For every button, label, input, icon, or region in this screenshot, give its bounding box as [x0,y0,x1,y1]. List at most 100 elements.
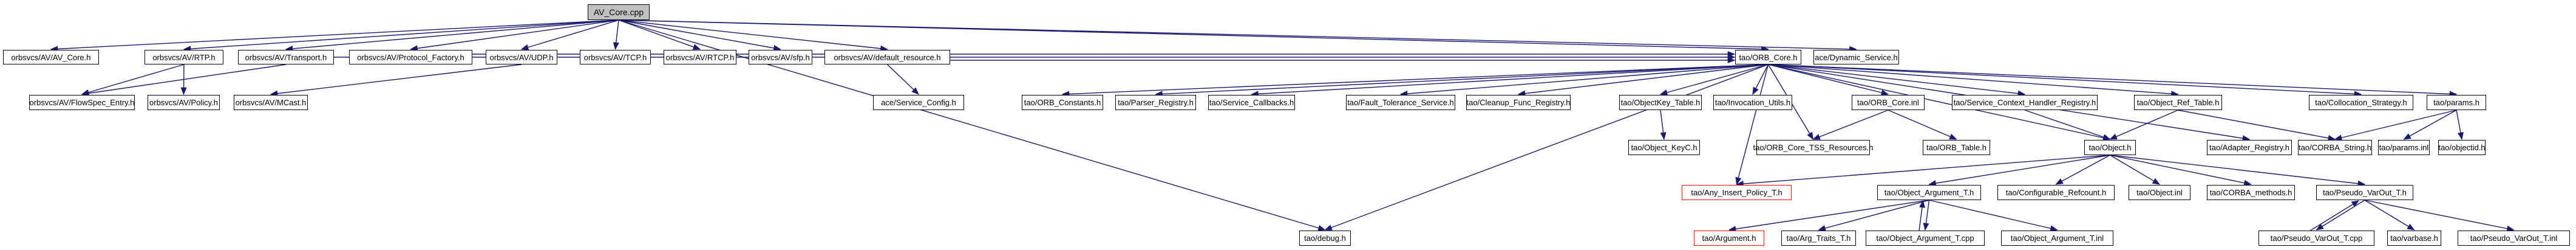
graph-node-tao-parser-registry-h[interactable]: tao/Parser_Registry.h [1115,95,1196,110]
graph-node-tao-arg-traits-t-h[interactable]: tao/Arg_Traits_T.h [1781,231,1856,246]
graph-node-av-policy-h[interactable]: orbsvcs/AV/Policy.h [148,95,220,110]
graph-node-label: tao/CORBA_String.h [2299,143,2371,152]
graph-node-label: tao/ORB_Constants.h [1024,98,1101,107]
graph-node-label: ace/Dynamic_Service.h [1815,52,1898,62]
graph-node-label: tao/Cleanup_Func_Registry.h [1466,98,1571,107]
graph-node-label: tao/Pseudo_VarOut_T.cpp [2270,234,2363,243]
graph-node-tao-fault-tolerance-service-h[interactable]: tao/Fault_Tolerance_Service.h [1346,95,1455,110]
graph-node-av-rtcp-h[interactable]: orbsvcs/AV/RTCP.h [664,50,736,64]
graph-node-tao-params-h[interactable]: tao/params.h [2427,95,2486,110]
graph-node-label: tao/Service_Context_Handler_Registry.h [1953,98,2096,107]
graph-node-tao-object-inl[interactable]: tao/Object.inl [2129,185,2190,200]
graph-node-tao-cleanup-func-registry-h[interactable]: tao/Cleanup_Func_Registry.h [1466,95,1571,110]
graph-node-tao-object-argument-t-h[interactable]: tao/Object_Argument_T.h [1877,185,1981,200]
graph-node-tao-object-ref-table-h[interactable]: tao/Object_Ref_Table.h [2134,95,2222,110]
graph-node-av-tcp-h[interactable]: orbsvcs/AV/TCP.h [580,50,651,64]
graph-node-tao-corba-string-h[interactable]: tao/CORBA_String.h [2298,140,2372,155]
graph-node-tao-pseudo-varout-t-h[interactable]: tao/Pseudo_VarOut_T.h [2316,185,2413,200]
graph-node-label: orbsvcs/AV/sfp.h [751,52,810,62]
graph-node-tao-invocation-utils-h[interactable]: tao/Invocation_Utils.h [1713,95,1792,110]
graph-node-tao-object-h[interactable]: tao/Object.h [2084,140,2136,155]
graph-node-av-core-cpp[interactable]: AV_Core.cpp [588,4,650,20]
graph-node-av-sfp-h[interactable]: orbsvcs/AV/sfp.h [749,50,812,64]
graph-node-label: orbsvcs/AV/TCP.h [583,52,647,62]
graph-node-tao-adapter-registry-h[interactable]: tao/Adapter_Registry.h [2207,140,2292,155]
graph-node-label: tao/Any_Insert_Policy_T.h [1691,188,1782,197]
graph-node-label: orbsvcs/AV/RTP.h [152,52,216,62]
graph-node-tao-any-insert-policy-t-h[interactable]: tao/Any_Insert_Policy_T.h [1682,185,1792,200]
graph-node-tao-objectid-h[interactable]: tao/objectid.h [2438,140,2486,155]
graph-node-label: tao/Object_Argument_T.h [1884,188,1974,197]
graph-node-label: orbsvcs/AV/AV_Core.h [11,52,91,62]
graph-node-ace-service-config-h[interactable]: ace/Service_Config.h [873,95,964,110]
graph-node-label: orbsvcs/AV/Protocol_Factory.h [357,52,464,62]
graph-node-label: tao/Parser_Registry.h [1118,98,1194,107]
graph-node-tao-collocation-strategy-h[interactable]: tao/Collocation_Strategy.h [2309,95,2413,110]
graph-node-label: ace/Service_Config.h [881,98,956,107]
graph-node-tao-service-context-handler-registry-h[interactable]: tao/Service_Context_Handler_Registry.h [1952,95,2098,110]
graph-node-label: tao/ORB_Table.h [1926,143,1986,152]
graph-node-label: tao/ORB_Core_TSS_Resources.h [1753,143,1874,152]
graph-node-tao-params-inl[interactable]: tao/params.inl [2378,140,2430,155]
graph-node-label: orbsvcs/AV/RTCP.h [665,52,735,62]
graph-node-label: orbsvcs/AV/FlowSpec_Entry.h [29,98,135,107]
graph-node-label: tao/Pseudo_VarOut_T.h [2323,188,2407,197]
graph-node-tao-objectkey-table-h[interactable]: tao/ObjectKey_Table.h [1619,95,1702,110]
graph-node-tao-debug-h[interactable]: tao/debug.h [1299,231,1351,246]
graph-node-label: tao/ORB_Core.h [1739,52,1798,62]
graph-node-label: tao/Object_Argument_T.cpp [1876,234,1974,243]
graph-node-tao-service-callbacks-h[interactable]: tao/Service_Callbacks.h [1208,95,1295,110]
graph-node-av-flowspec-entry-h[interactable]: orbsvcs/AV/FlowSpec_Entry.h [29,95,135,110]
graph-node-label: tao/Adapter_Registry.h [2209,143,2289,152]
graph-node-av-mcast-h[interactable]: orbsvcs/AV/MCast.h [234,95,308,110]
graph-node-label: tao/Object_KeyC.h [1631,143,1698,152]
graph-node-label: tao/Object_Ref_Table.h [2136,98,2220,107]
graph-node-label: orbsvcs/AV/default_resource.h [834,52,941,62]
graph-node-label: tao/Object_Argument_T.inl [2010,234,2104,243]
graph-node-label: tao/params.inl [2379,143,2429,152]
graph-node-label: tao/debug.h [1304,234,1346,243]
graph-node-label: tao/Fault_Tolerance_Service.h [1347,98,1454,107]
graph-node-label: orbsvcs/AV/Transport.h [245,52,327,62]
graph-node-tao-orb-core-inl[interactable]: tao/ORB_Core.inl [1852,95,1925,110]
graph-node-tao-varbase-h[interactable]: tao/varbase.h [2387,231,2441,246]
graph-node-av-protocol-factory-h[interactable]: orbsvcs/AV/Protocol_Factory.h [349,50,472,64]
graph-node-tao-argument-h[interactable]: tao/Argument.h [1694,231,1764,246]
graph-node-label: orbsvcs/AV/Policy.h [149,98,218,107]
graph-node-tao-orb-constants-h[interactable]: tao/ORB_Constants.h [1022,95,1103,110]
graph-node-tao-orb-core-h[interactable]: tao/ORB_Core.h [1735,50,1801,64]
graph-node-label: tao/Object.h [2088,143,2132,152]
graph-node-label: tao/Collocation_Strategy.h [2315,98,2407,107]
graph-node-tao-pseudo-varout-t-inl[interactable]: tao/Pseudo_VarOut_T.inl [2458,231,2570,246]
graph-node-av-rtp-h[interactable]: orbsvcs/AV/RTP.h [144,50,223,64]
graph-node-label: tao/Invocation_Utils.h [1715,98,1791,107]
graph-node-tao-object-argument-t-inl[interactable]: tao/Object_Argument_T.inl [2001,231,2113,246]
graph-node-tao-object-argument-t-cpp[interactable]: tao/Object_Argument_T.cpp [1866,231,1985,246]
graph-node-label: tao/Arg_Traits_T.h [1786,234,1851,243]
graph-node-label: tao/ObjectKey_Table.h [1620,98,1701,107]
graph-node-tao-orb-core-tss-resources-h[interactable]: tao/ORB_Core_TSS_Resources.h [1753,140,1874,155]
graph-node-av-default-resource-h[interactable]: orbsvcs/AV/default_resource.h [824,50,950,64]
graph-node-tao-orb-table-h[interactable]: tao/ORB_Table.h [1923,140,1990,155]
graph-node-ace-dynamic-service-h[interactable]: ace/Dynamic_Service.h [1813,50,1899,64]
graph-node-tao-object-keyc-h[interactable]: tao/Object_KeyC.h [1628,140,1700,155]
graph-node-label: tao/objectid.h [2438,143,2486,152]
graph-node-tao-configurable-refcount-h[interactable]: tao/Configurable_Refcount.h [1997,185,2115,200]
graph-node-label: tao/Argument.h [1702,234,1756,243]
graph-node-av-av-core-h[interactable]: orbsvcs/AV/AV_Core.h [3,50,99,64]
graph-node-label: tao/varbase.h [2390,234,2438,243]
graph-node-av-udp-h[interactable]: orbsvcs/AV/UDP.h [486,50,557,64]
graph-node-label: orbsvcs/AV/UDP.h [489,52,554,62]
graph-node-tao-corba-methods-h[interactable]: tao/CORBA_methods.h [2207,185,2295,200]
graph-node-tao-pseudo-varout-t-cpp[interactable]: tao/Pseudo_VarOut_T.cpp [2258,231,2374,246]
graph-node-label: tao/CORBA_methods.h [2209,188,2292,197]
graph-node-label: AV_Core.cpp [593,7,644,17]
graph-node-label: tao/ORB_Core.inl [1857,98,1919,107]
graph-node-av-transport-h[interactable]: orbsvcs/AV/Transport.h [238,50,334,64]
graph-node-label: tao/Service_Callbacks.h [1209,98,1294,107]
graph-node-label: tao/Configurable_Refcount.h [2005,188,2107,197]
graph-node-label: tao/params.h [2433,98,2479,107]
graph-node-label: tao/Pseudo_VarOut_T.inl [2470,234,2558,243]
